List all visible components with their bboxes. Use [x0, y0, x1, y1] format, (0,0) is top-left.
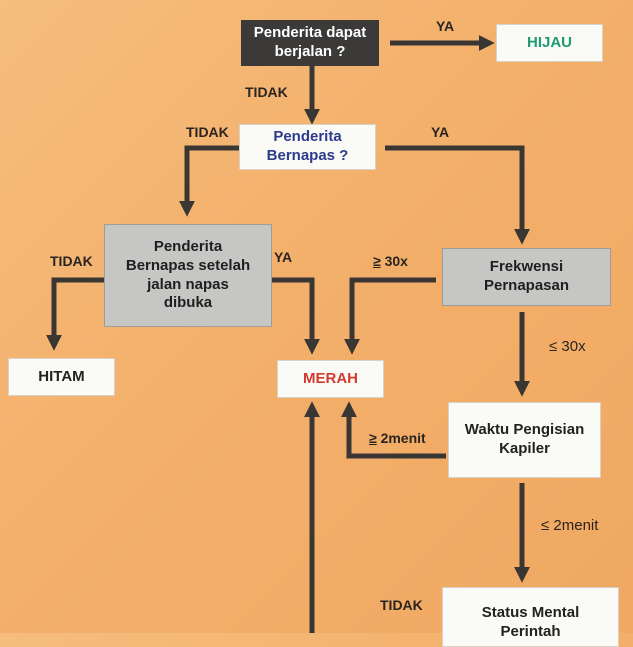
label-le-30x: ≤ 30x — [549, 338, 586, 355]
arrow-capillary-to-merah — [340, 401, 446, 459]
label-ge-30x-symbol: ≥ — [373, 253, 381, 269]
respiratory-rate: Frekwensi Pernapasan — [442, 248, 611, 306]
mental-status-text: Status Mental Perintah — [481, 604, 580, 640]
label-ya-walk: YA — [436, 18, 455, 34]
mental-status: Status Mental Perintah — [442, 587, 619, 647]
label-ge-2menit: ≥ 2menit — [369, 431, 426, 445]
question-airway-opened: Penderita Bernapas setelah jalan napas d… — [104, 224, 272, 327]
label-ge-30x: ≥ 30x — [373, 254, 408, 268]
question-can-walk-text: Penderita dapat berjalan ? — [253, 24, 367, 60]
result-hitam: HITAM — [8, 358, 115, 396]
arrow-airway-to-merah — [272, 277, 321, 355]
question-breathing: Penderita Bernapas ? — [239, 124, 376, 170]
respiratory-rate-text: Frekwensi Pernapasan — [483, 258, 570, 294]
result-hijau: HIJAU — [496, 24, 603, 62]
label-tidak-mental: TIDAK — [380, 597, 423, 613]
result-hijau-text: HIJAU — [526, 33, 572, 51]
arrow-freq-to-merah — [343, 277, 436, 355]
question-can-walk: Penderita dapat berjalan ? — [241, 20, 379, 66]
arrow-airway-to-hitam — [45, 277, 104, 351]
label-le-2menit: ≤ 2menit — [541, 517, 599, 534]
label-ya-airway: YA — [274, 249, 293, 265]
result-merah: MERAH — [277, 360, 384, 398]
result-hitam-text: HITAM — [38, 367, 85, 385]
label-tidak-breath: TIDAK — [186, 124, 229, 140]
question-airway-opened-text: Penderita Bernapas setelah jalan napas d… — [125, 238, 251, 312]
capillary-refill-time-text: Waktu Pengisian Kapiler — [464, 421, 585, 457]
arrow-breath-to-freq — [385, 145, 531, 245]
label-ya-breath: YA — [431, 124, 450, 140]
label-ge-30x-text: 30x — [380, 253, 408, 269]
label-tidak-walk: TIDAK — [245, 84, 288, 100]
question-breathing-text: Penderita Bernapas ? — [266, 128, 349, 164]
label-ge-2menit-text: 2menit — [376, 430, 426, 446]
arrow-breath-to-airway — [178, 145, 240, 217]
flowchart-arrows — [45, 34, 531, 633]
result-merah-text: MERAH — [303, 369, 358, 387]
capillary-refill-time: Waktu Pengisian Kapiler — [448, 402, 601, 478]
label-tidak-airway: TIDAK — [50, 253, 93, 269]
label-ge-2menit-symbol: ≥ — [369, 430, 377, 446]
